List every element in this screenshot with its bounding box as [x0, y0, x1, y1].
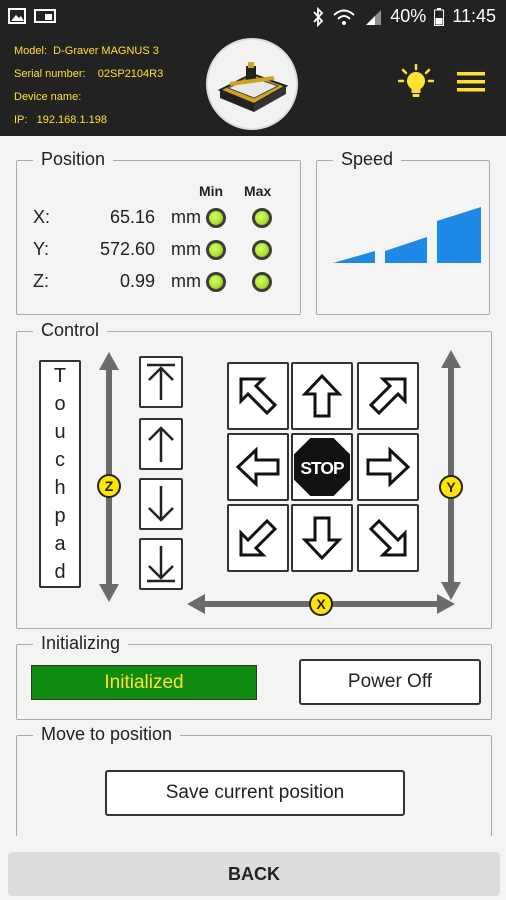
speed-bar-2	[385, 237, 427, 263]
initializing-title: Initializing	[33, 633, 129, 654]
move-down-right-button[interactable]	[357, 504, 419, 572]
z-max-led	[252, 272, 272, 292]
move-up-right-button[interactable]	[357, 362, 419, 430]
arrow-down-to-bar-icon	[147, 546, 175, 583]
touchpad-letter: o	[54, 393, 66, 415]
min-header: Min	[199, 183, 224, 199]
z-axis-badge: Z	[97, 474, 121, 498]
z-min-led	[206, 272, 226, 292]
status-bar: 40% 11:45	[0, 0, 506, 36]
device-name-label: Device name:	[14, 91, 82, 103]
control-title: Control	[33, 320, 108, 341]
battery-icon	[434, 7, 445, 26]
touchpad-letter: p	[54, 505, 66, 527]
speed-bar-1	[333, 251, 375, 263]
back-button[interactable]: BACK	[8, 852, 500, 896]
touchpad-letter: a	[54, 533, 66, 555]
arrow-up-icon	[148, 426, 174, 462]
control-panel: Control T o u c h p a d Z	[16, 320, 492, 629]
y-min-led	[206, 240, 226, 260]
arrow-right-icon	[366, 446, 411, 488]
x-max-led	[252, 208, 272, 228]
axis-unit: mm	[171, 207, 201, 227]
move-up-left-button[interactable]	[227, 362, 289, 430]
ip-value: 192.168.1.198	[36, 114, 107, 126]
arrow-down-icon	[301, 516, 343, 561]
arrow-up-left-icon	[239, 377, 278, 416]
max-header: Max	[244, 183, 272, 199]
move-title: Move to position	[33, 724, 181, 745]
speed-title: Speed	[333, 149, 402, 170]
engraver-image	[217, 62, 289, 112]
hamburger-menu-icon[interactable]	[456, 70, 486, 94]
move-up-button[interactable]	[291, 362, 353, 430]
arrow-down-left-icon	[239, 518, 278, 557]
model-value: D-Graver MAGNUS 3	[53, 45, 159, 57]
stop-sign-icon: STOP	[293, 438, 351, 496]
stop-button[interactable]: STOP	[291, 433, 353, 501]
axis-label: Z:	[33, 271, 49, 291]
stop-label: STOP	[300, 458, 344, 478]
touchpad-letter: u	[54, 421, 66, 443]
speed-panel[interactable]: Speed	[316, 149, 491, 316]
serial-label: Serial number:	[14, 68, 86, 80]
axis-unit: mm	[171, 239, 201, 259]
initialized-status: Initialized	[31, 665, 257, 700]
wifi-icon	[333, 9, 355, 25]
z-top-button[interactable]	[139, 356, 183, 408]
move-to-position-panel: Move to position Save current position	[16, 724, 492, 855]
touchpad-letter: d	[54, 561, 66, 583]
axis-value: 0.99	[119, 271, 155, 291]
device-info: Model: D-Graver MAGNUS 3 Serial number: …	[14, 40, 163, 132]
signal-icon	[366, 9, 382, 25]
z-up-button[interactable]	[139, 418, 183, 470]
axis-value: 572.60	[99, 239, 155, 259]
touchpad-letter: T	[53, 365, 67, 387]
axis-unit: mm	[171, 271, 201, 291]
touchpad-letter: h	[54, 477, 66, 499]
arrow-down-right-icon	[368, 518, 407, 557]
arrow-down-icon	[148, 486, 174, 522]
speed-level-indicator[interactable]	[317, 161, 491, 316]
ip-label: IP:	[14, 114, 28, 126]
axis-label: X:	[33, 207, 51, 227]
touchpad-button[interactable]: T o u c h p a d	[39, 360, 81, 588]
speed-bar-3	[437, 207, 481, 263]
position-row-x: X: 65.16 mm	[33, 207, 293, 231]
move-down-button[interactable]	[291, 504, 353, 572]
position-title: Position	[33, 149, 114, 170]
power-off-button[interactable]: Power Off	[299, 659, 481, 705]
lock-screen-icon	[34, 9, 56, 23]
arrow-left-icon	[235, 446, 280, 488]
z-down-button[interactable]	[139, 478, 183, 530]
model-label: Model:	[14, 45, 48, 57]
battery-percent: 40%	[390, 6, 427, 26]
position-row-y: Y: 572.60 mm	[33, 239, 293, 263]
axis-label: Y:	[33, 239, 50, 259]
device-logo	[206, 38, 298, 130]
move-down-left-button[interactable]	[227, 504, 289, 572]
save-current-position-button[interactable]: Save current position	[105, 770, 405, 816]
move-right-button[interactable]	[357, 433, 419, 501]
position-row-z: Z: 0.99 mm	[33, 271, 293, 295]
axis-value: 65.16	[109, 207, 155, 227]
app-header: Model: D-Graver MAGNUS 3 Serial number: …	[0, 36, 506, 136]
arrow-up-to-bar-icon	[147, 363, 175, 400]
move-left-button[interactable]	[227, 433, 289, 501]
position-panel: Position Min Max X: 65.16 mm Y: 572.60 m…	[16, 149, 301, 315]
y-max-led	[252, 240, 272, 260]
image-icon	[8, 8, 26, 24]
bluetooth-icon	[313, 6, 324, 27]
y-axis-badge: Y	[439, 475, 463, 499]
serial-value: 02SP2104R3	[97, 68, 164, 80]
touchpad-letter: c	[55, 449, 65, 471]
arrow-up-icon	[301, 373, 343, 418]
x-min-led	[206, 208, 226, 228]
clock: 11:45	[452, 6, 496, 26]
initializing-panel: Initializing Initialized Power Off	[16, 633, 492, 720]
arrow-up-right-icon	[368, 377, 407, 416]
x-axis-badge: X	[309, 592, 333, 616]
z-bottom-button[interactable]	[139, 538, 183, 590]
light-bulb-icon[interactable]	[398, 64, 434, 100]
